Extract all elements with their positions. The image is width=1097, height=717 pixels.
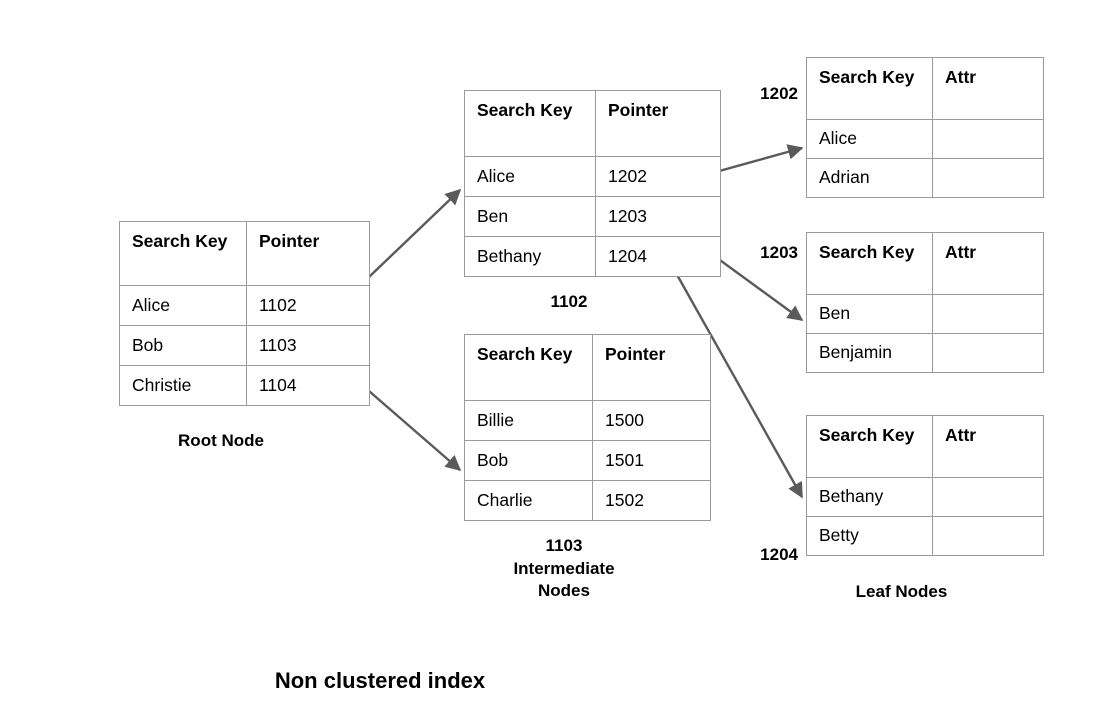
intermediate-node-1103-caption: 1103 Intermediate Nodes (513, 536, 615, 601)
cell-pointer: 1502 (592, 480, 711, 521)
column-header-search-key: Search Key (806, 415, 933, 478)
cell-attr (932, 158, 1044, 198)
leaf-node-1202-table: Search Key Attr Alice Adrian (806, 57, 1044, 198)
cell-pointer: 1102 (246, 285, 370, 326)
column-header-search-key: Search Key (464, 334, 593, 401)
cell-search-key: Charlie (464, 480, 593, 521)
cell-search-key: Bethany (806, 477, 933, 517)
column-header-search-key: Search Key (806, 57, 933, 120)
intermediate-node-1102-caption: 1102 (550, 292, 588, 311)
column-header-attr: Attr (932, 232, 1044, 295)
cell-attr (932, 294, 1044, 334)
column-header-attr: Attr (932, 415, 1044, 478)
cell-search-key: Ben (806, 294, 933, 334)
cell-pointer: 1500 (592, 400, 711, 441)
cell-pointer: 1202 (595, 156, 721, 197)
cell-search-key: Adrian (806, 158, 933, 198)
table-row: Alice (806, 119, 1044, 159)
table-row: Charlie 1502 (464, 480, 711, 521)
column-header-pointer: Pointer (592, 334, 711, 401)
cell-pointer: 1203 (595, 196, 721, 237)
table-row: Betty (806, 516, 1044, 556)
table-header-row: Search Key Attr (806, 57, 1044, 120)
table-row: Bethany 1204 (464, 236, 721, 277)
intermediate-node-1102-table: Search Key Pointer Alice 1202 Ben 1203 B… (464, 90, 721, 277)
column-header-pointer: Pointer (246, 221, 370, 286)
table-header-row: Search Key Pointer (464, 90, 721, 157)
root-node-caption: Root Node (178, 431, 264, 450)
cell-pointer: 1501 (592, 440, 711, 481)
cell-attr (932, 119, 1044, 159)
cell-attr (932, 333, 1044, 373)
leaf-node-1204-table: Search Key Attr Bethany Betty (806, 415, 1044, 556)
cell-search-key: Betty (806, 516, 933, 556)
cell-pointer: 1103 (246, 325, 370, 366)
column-header-pointer: Pointer (595, 90, 721, 157)
column-header-search-key: Search Key (464, 90, 596, 157)
table-row: Christie 1104 (119, 365, 370, 406)
cell-search-key: Alice (119, 285, 247, 326)
cell-search-key: Alice (464, 156, 596, 197)
table-row: Ben 1203 (464, 196, 721, 237)
cell-search-key: Ben (464, 196, 596, 237)
diagram-title: Non clustered index (274, 668, 486, 693)
table-row: Bethany (806, 477, 1044, 517)
root-node-table: Search Key Pointer Alice 1102 Bob 1103 C… (119, 221, 370, 406)
cell-attr (932, 516, 1044, 556)
table-row: Adrian (806, 158, 1044, 198)
table-row: Bob 1103 (119, 325, 370, 366)
table-row: Benjamin (806, 333, 1044, 373)
cell-pointer: 1204 (595, 236, 721, 277)
column-header-search-key: Search Key (119, 221, 247, 286)
leaf-nodes-caption: Leaf Nodes (855, 582, 948, 601)
column-header-search-key: Search Key (806, 232, 933, 295)
table-header-row: Search Key Attr (806, 415, 1044, 478)
cell-search-key: Billie (464, 400, 593, 441)
table-header-row: Search Key Pointer (464, 334, 711, 401)
cell-search-key: Bob (119, 325, 247, 366)
table-row: Alice 1102 (119, 285, 370, 326)
column-header-attr: Attr (932, 57, 1044, 120)
table-header-row: Search Key Pointer (119, 221, 370, 286)
intermediate-node-1103-table: Search Key Pointer Billie 1500 Bob 1501 … (464, 334, 711, 521)
cell-search-key: Alice (806, 119, 933, 159)
table-row: Bob 1501 (464, 440, 711, 481)
cell-pointer: 1104 (246, 365, 370, 406)
table-row: Billie 1500 (464, 400, 711, 441)
cell-search-key: Bob (464, 440, 593, 481)
cell-search-key: Benjamin (806, 333, 933, 373)
table-row: Ben (806, 294, 1044, 334)
table-row: Alice 1202 (464, 156, 721, 197)
table-header-row: Search Key Attr (806, 232, 1044, 295)
leaf-pointer-label-1203: 1203 (760, 243, 798, 262)
cell-search-key: Christie (119, 365, 247, 406)
leaf-pointer-label-1202: 1202 (760, 84, 798, 103)
leaf-pointer-label-1204: 1204 (760, 545, 798, 564)
cell-search-key: Bethany (464, 236, 596, 277)
leaf-node-1203-table: Search Key Attr Ben Benjamin (806, 232, 1044, 373)
cell-attr (932, 477, 1044, 517)
